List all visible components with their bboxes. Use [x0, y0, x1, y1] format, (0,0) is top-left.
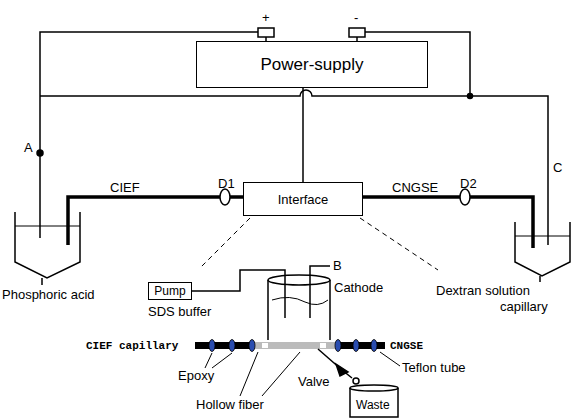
detector — [460, 189, 470, 205]
part-label: capillary — [500, 299, 548, 314]
part-label: D2 — [460, 176, 477, 191]
part-label: Teflon tube — [402, 360, 466, 375]
part-label: Epoxy — [178, 368, 214, 383]
terminal — [349, 28, 365, 37]
leader — [262, 352, 300, 396]
part-label: C — [553, 160, 562, 175]
vial — [15, 212, 80, 278]
electrode — [310, 266, 330, 318]
vial-tip — [539, 276, 541, 282]
vial — [515, 222, 570, 276]
part-label: Cathode — [334, 280, 383, 295]
liquid — [272, 297, 328, 304]
part-label: Valve — [298, 374, 330, 389]
vial-tip — [41, 278, 43, 285]
gap — [262, 343, 268, 348]
leader — [380, 352, 400, 366]
capillary — [68, 197, 243, 245]
epoxy — [353, 340, 359, 352]
part-label: Phosphoric acid — [2, 287, 95, 302]
terminal — [258, 28, 274, 37]
part-label: CIEF capillary — [86, 339, 178, 354]
process-box: Pump — [148, 282, 192, 300]
box-label: Power-supply — [261, 55, 364, 75]
wire-connector — [303, 88, 304, 182]
part-label: A — [24, 140, 33, 155]
epoxy — [209, 340, 215, 352]
part-label: D1 — [218, 176, 235, 191]
part-label: - — [354, 10, 358, 25]
liquid-level — [15, 226, 80, 227]
part-label: CIEF — [110, 180, 140, 195]
part-label: B — [333, 258, 342, 273]
beaker — [268, 280, 330, 340]
box-label: Interface — [278, 192, 329, 207]
process-box: Power-supply — [196, 41, 428, 88]
drain-tube — [318, 349, 352, 378]
leader — [240, 352, 258, 396]
process-box: Interface — [243, 182, 363, 216]
part-label: Waste — [356, 398, 390, 413]
part-label: Dextran solution — [436, 283, 530, 298]
waste-rim — [350, 385, 398, 391]
epoxy — [371, 340, 377, 352]
epoxy — [229, 340, 235, 352]
gap — [320, 343, 326, 348]
leader — [212, 353, 232, 368]
part-label: CNGSE — [392, 180, 438, 195]
beaker-rim — [268, 275, 330, 285]
valve-tip — [353, 378, 359, 384]
box-label: Pump — [154, 284, 185, 298]
wire — [40, 90, 548, 245]
leader — [205, 353, 212, 368]
junction-dot — [37, 150, 43, 156]
zoom-line — [200, 218, 250, 268]
part-label: + — [262, 10, 270, 25]
hollow-fiber — [250, 342, 338, 349]
liquid-level — [515, 236, 570, 237]
capillary — [363, 197, 533, 248]
part-label: CNGSE — [390, 339, 423, 354]
detector — [220, 189, 230, 205]
zoom-line — [360, 218, 438, 270]
waste-beaker — [350, 388, 398, 417]
epoxy — [249, 340, 255, 352]
epoxy — [335, 340, 341, 352]
valve — [336, 364, 348, 376]
part-label: Hollow fiber — [196, 397, 264, 412]
part-label: SDS buffer — [148, 304, 211, 319]
